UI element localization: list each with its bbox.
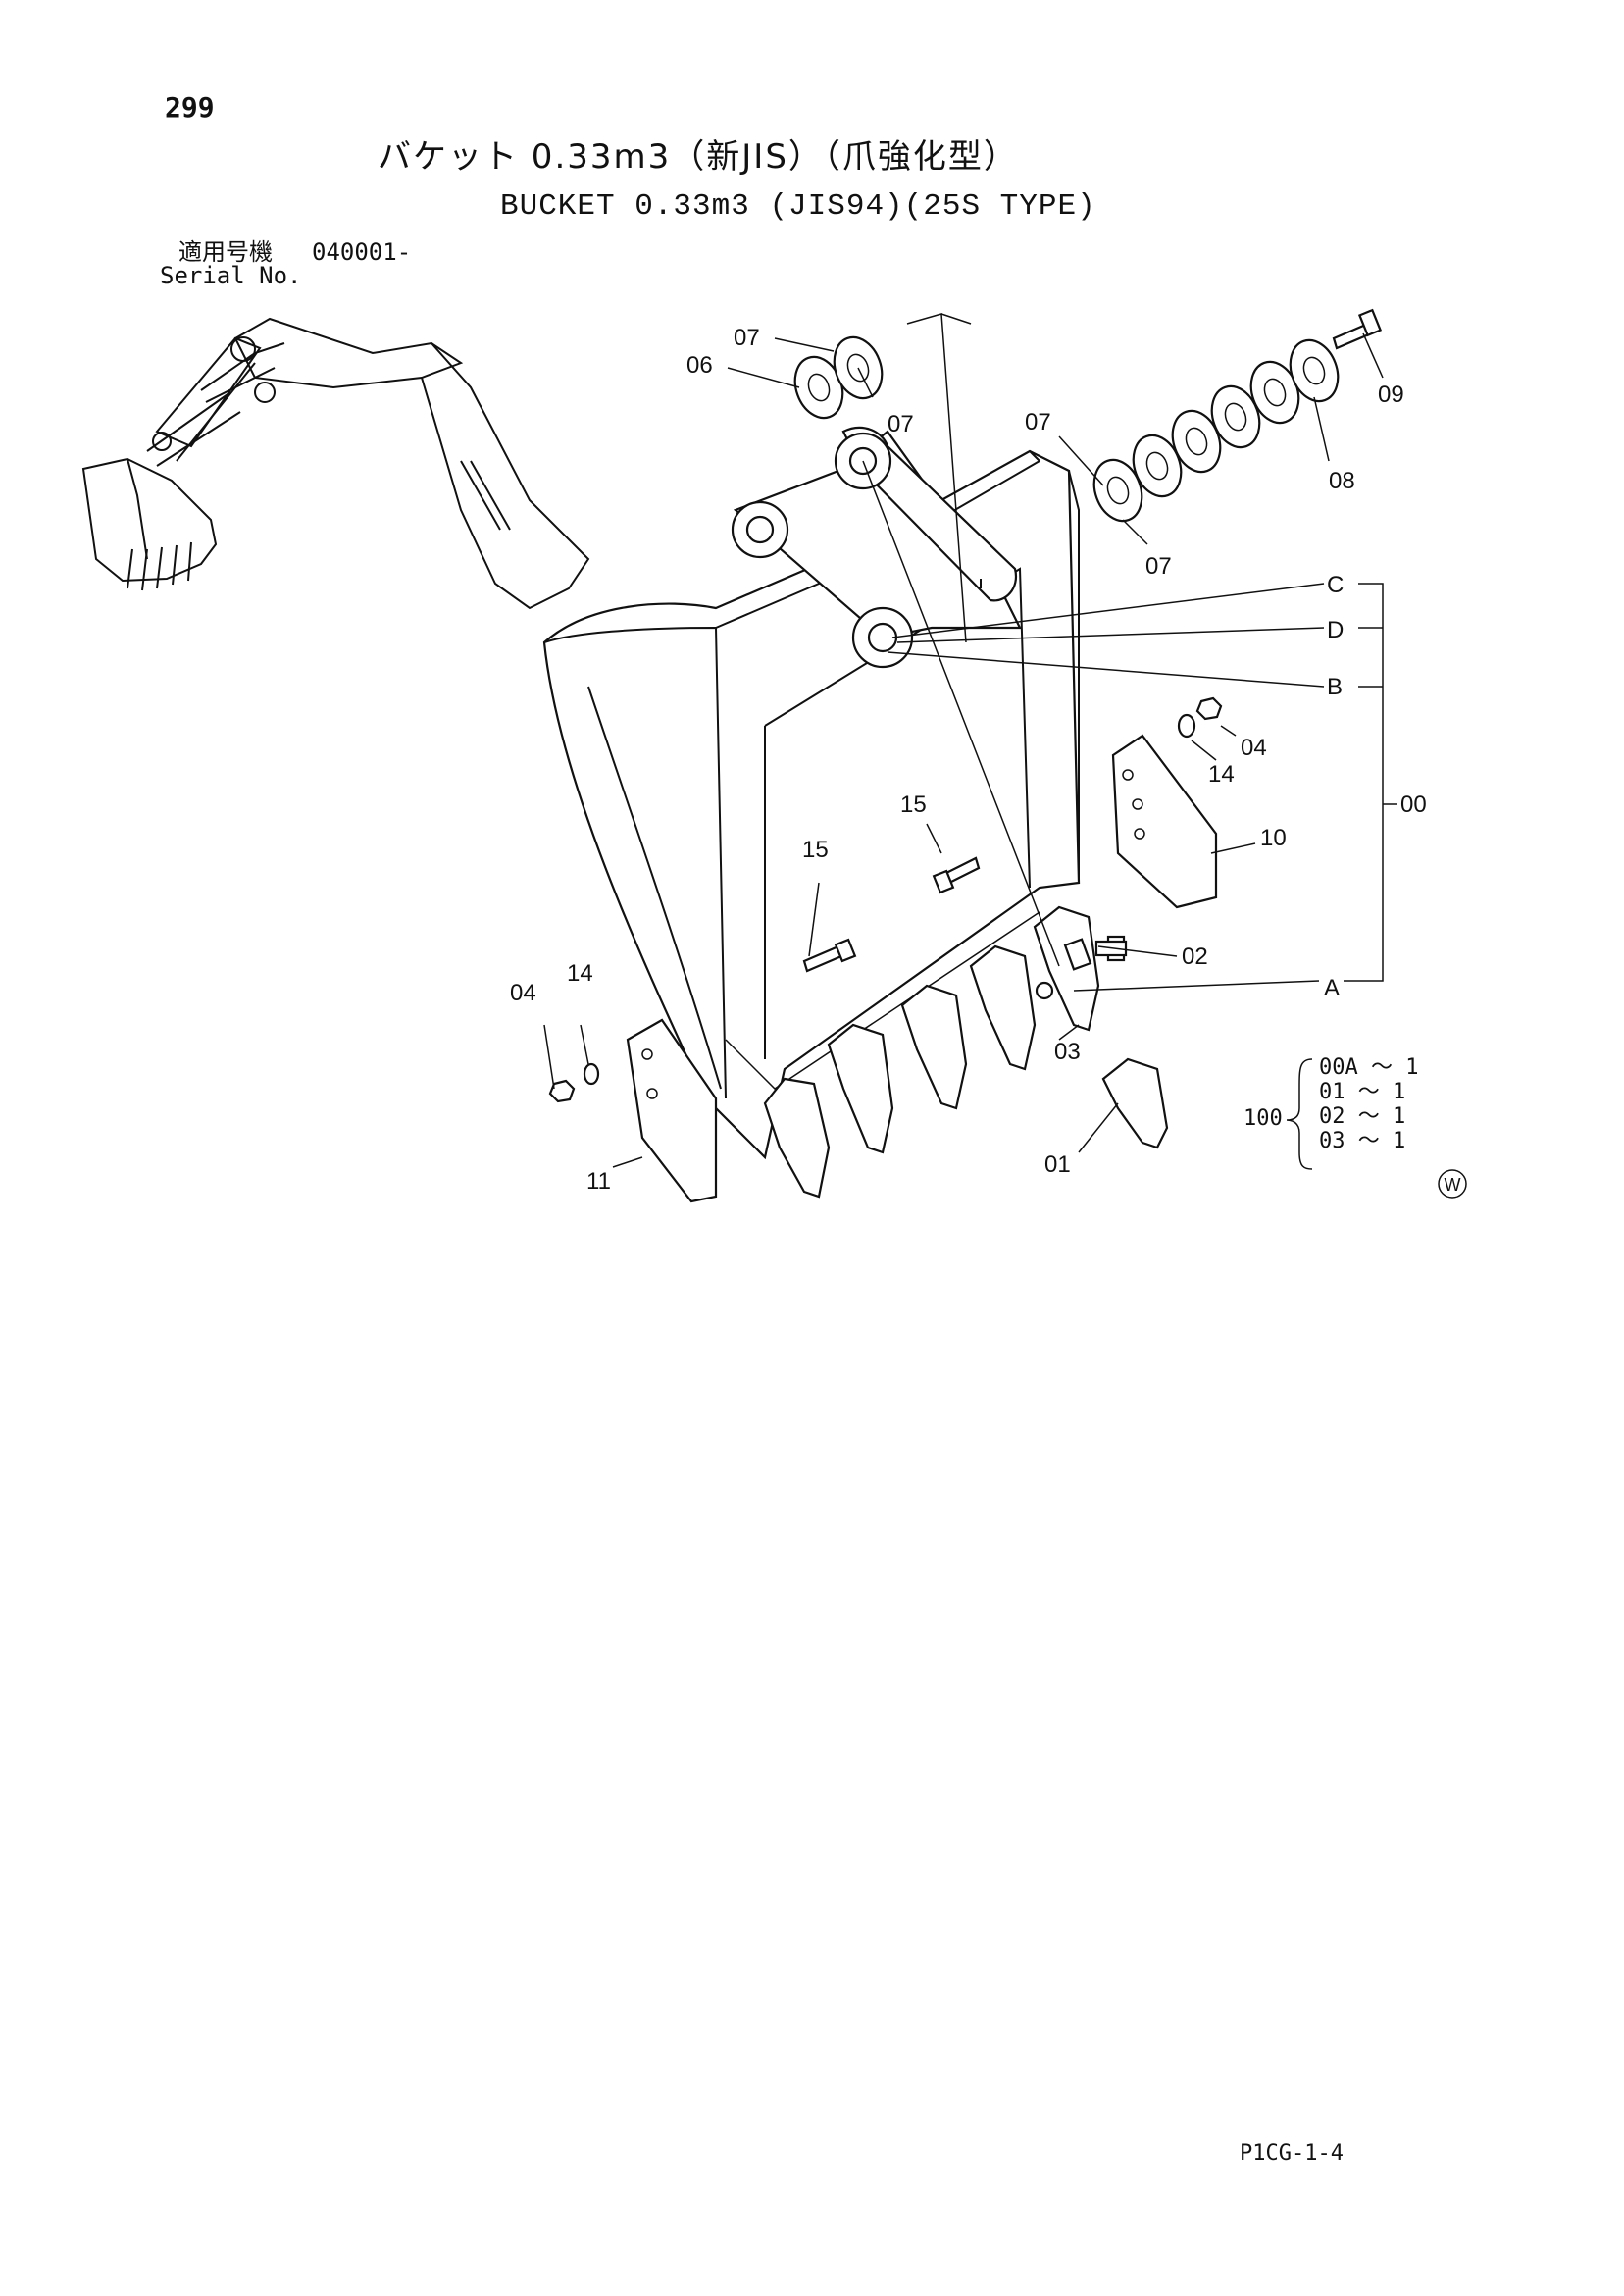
callout-A: A <box>1324 975 1340 1001</box>
tooth-lock <box>1035 981 1054 1000</box>
callout-15a: 15 <box>900 791 927 818</box>
callout-07d: 07 <box>1145 553 1172 580</box>
washers-nuts <box>548 696 1223 1103</box>
svg-text:W: W <box>1445 1175 1461 1195</box>
footer-code: P1CG-1-4 <box>1240 2141 1344 2166</box>
callout-09: 09 <box>1378 382 1404 408</box>
callout-08: 08 <box>1329 468 1355 494</box>
title-english: BUCKET 0.33m3 (JIS94)(25S TYPE) <box>500 189 1096 224</box>
callout-04b: 04 <box>510 980 536 1006</box>
callout-07a: 07 <box>734 325 760 351</box>
kit-line-3: 02 ～ 1 <box>1319 1104 1405 1129</box>
callout-00: 00 <box>1400 791 1427 818</box>
pin-rings-right <box>1092 308 1383 523</box>
callout-11: 11 <box>586 1168 611 1195</box>
callout-D: D <box>1327 617 1344 643</box>
serial-label-japanese: 適用号機 <box>178 238 273 266</box>
side-cutter-left <box>626 1018 718 1203</box>
callout-01: 01 <box>1044 1151 1071 1178</box>
kit-line-2: 01 ～ 1 <box>1319 1080 1405 1104</box>
callout-B: B <box>1327 674 1343 700</box>
kit-brace <box>1286 1058 1313 1170</box>
serial-value: 040001- <box>312 238 412 266</box>
bucket-top-brackets <box>731 426 1022 669</box>
circled-w-mark: W <box>1438 1169 1467 1199</box>
title-japanese: バケット 0.33m3（新JIS）（爪強化型） <box>378 137 1019 177</box>
bolts <box>802 856 981 973</box>
excavator-arm-illustration <box>81 317 590 610</box>
callout-C: C <box>1327 572 1344 598</box>
callout-07b: 07 <box>888 411 914 437</box>
callout-10: 10 <box>1260 825 1287 851</box>
serial-label-english: Serial No. <box>160 262 302 289</box>
callout-14a: 14 <box>1208 761 1235 788</box>
side-cutter-right <box>1111 734 1218 909</box>
bucket-teeth <box>763 905 1169 1199</box>
leader-lines <box>543 313 1397 1168</box>
kit-list: 100 00A ～ 1 01 ～ 1 02 ～ 1 03 ～ 1 <box>1243 1055 1418 1170</box>
callout-15b: 15 <box>802 837 829 863</box>
page-number: 299 <box>165 91 215 124</box>
callout-03: 03 <box>1054 1039 1081 1065</box>
callout-04a: 04 <box>1241 735 1267 761</box>
callout-labels: 07 06 07 07 07 09 08 C D B 04 14 00 15 1… <box>510 325 1427 1195</box>
callout-07c: 07 <box>1025 409 1051 435</box>
callout-14b: 14 <box>567 960 593 987</box>
kit-number: 100 <box>1243 1106 1283 1131</box>
kit-line-1: 00A ～ 1 <box>1319 1055 1418 1080</box>
callout-06: 06 <box>686 352 713 379</box>
callout-02: 02 <box>1182 944 1208 970</box>
kit-line-4: 03 ～ 1 <box>1319 1129 1405 1153</box>
